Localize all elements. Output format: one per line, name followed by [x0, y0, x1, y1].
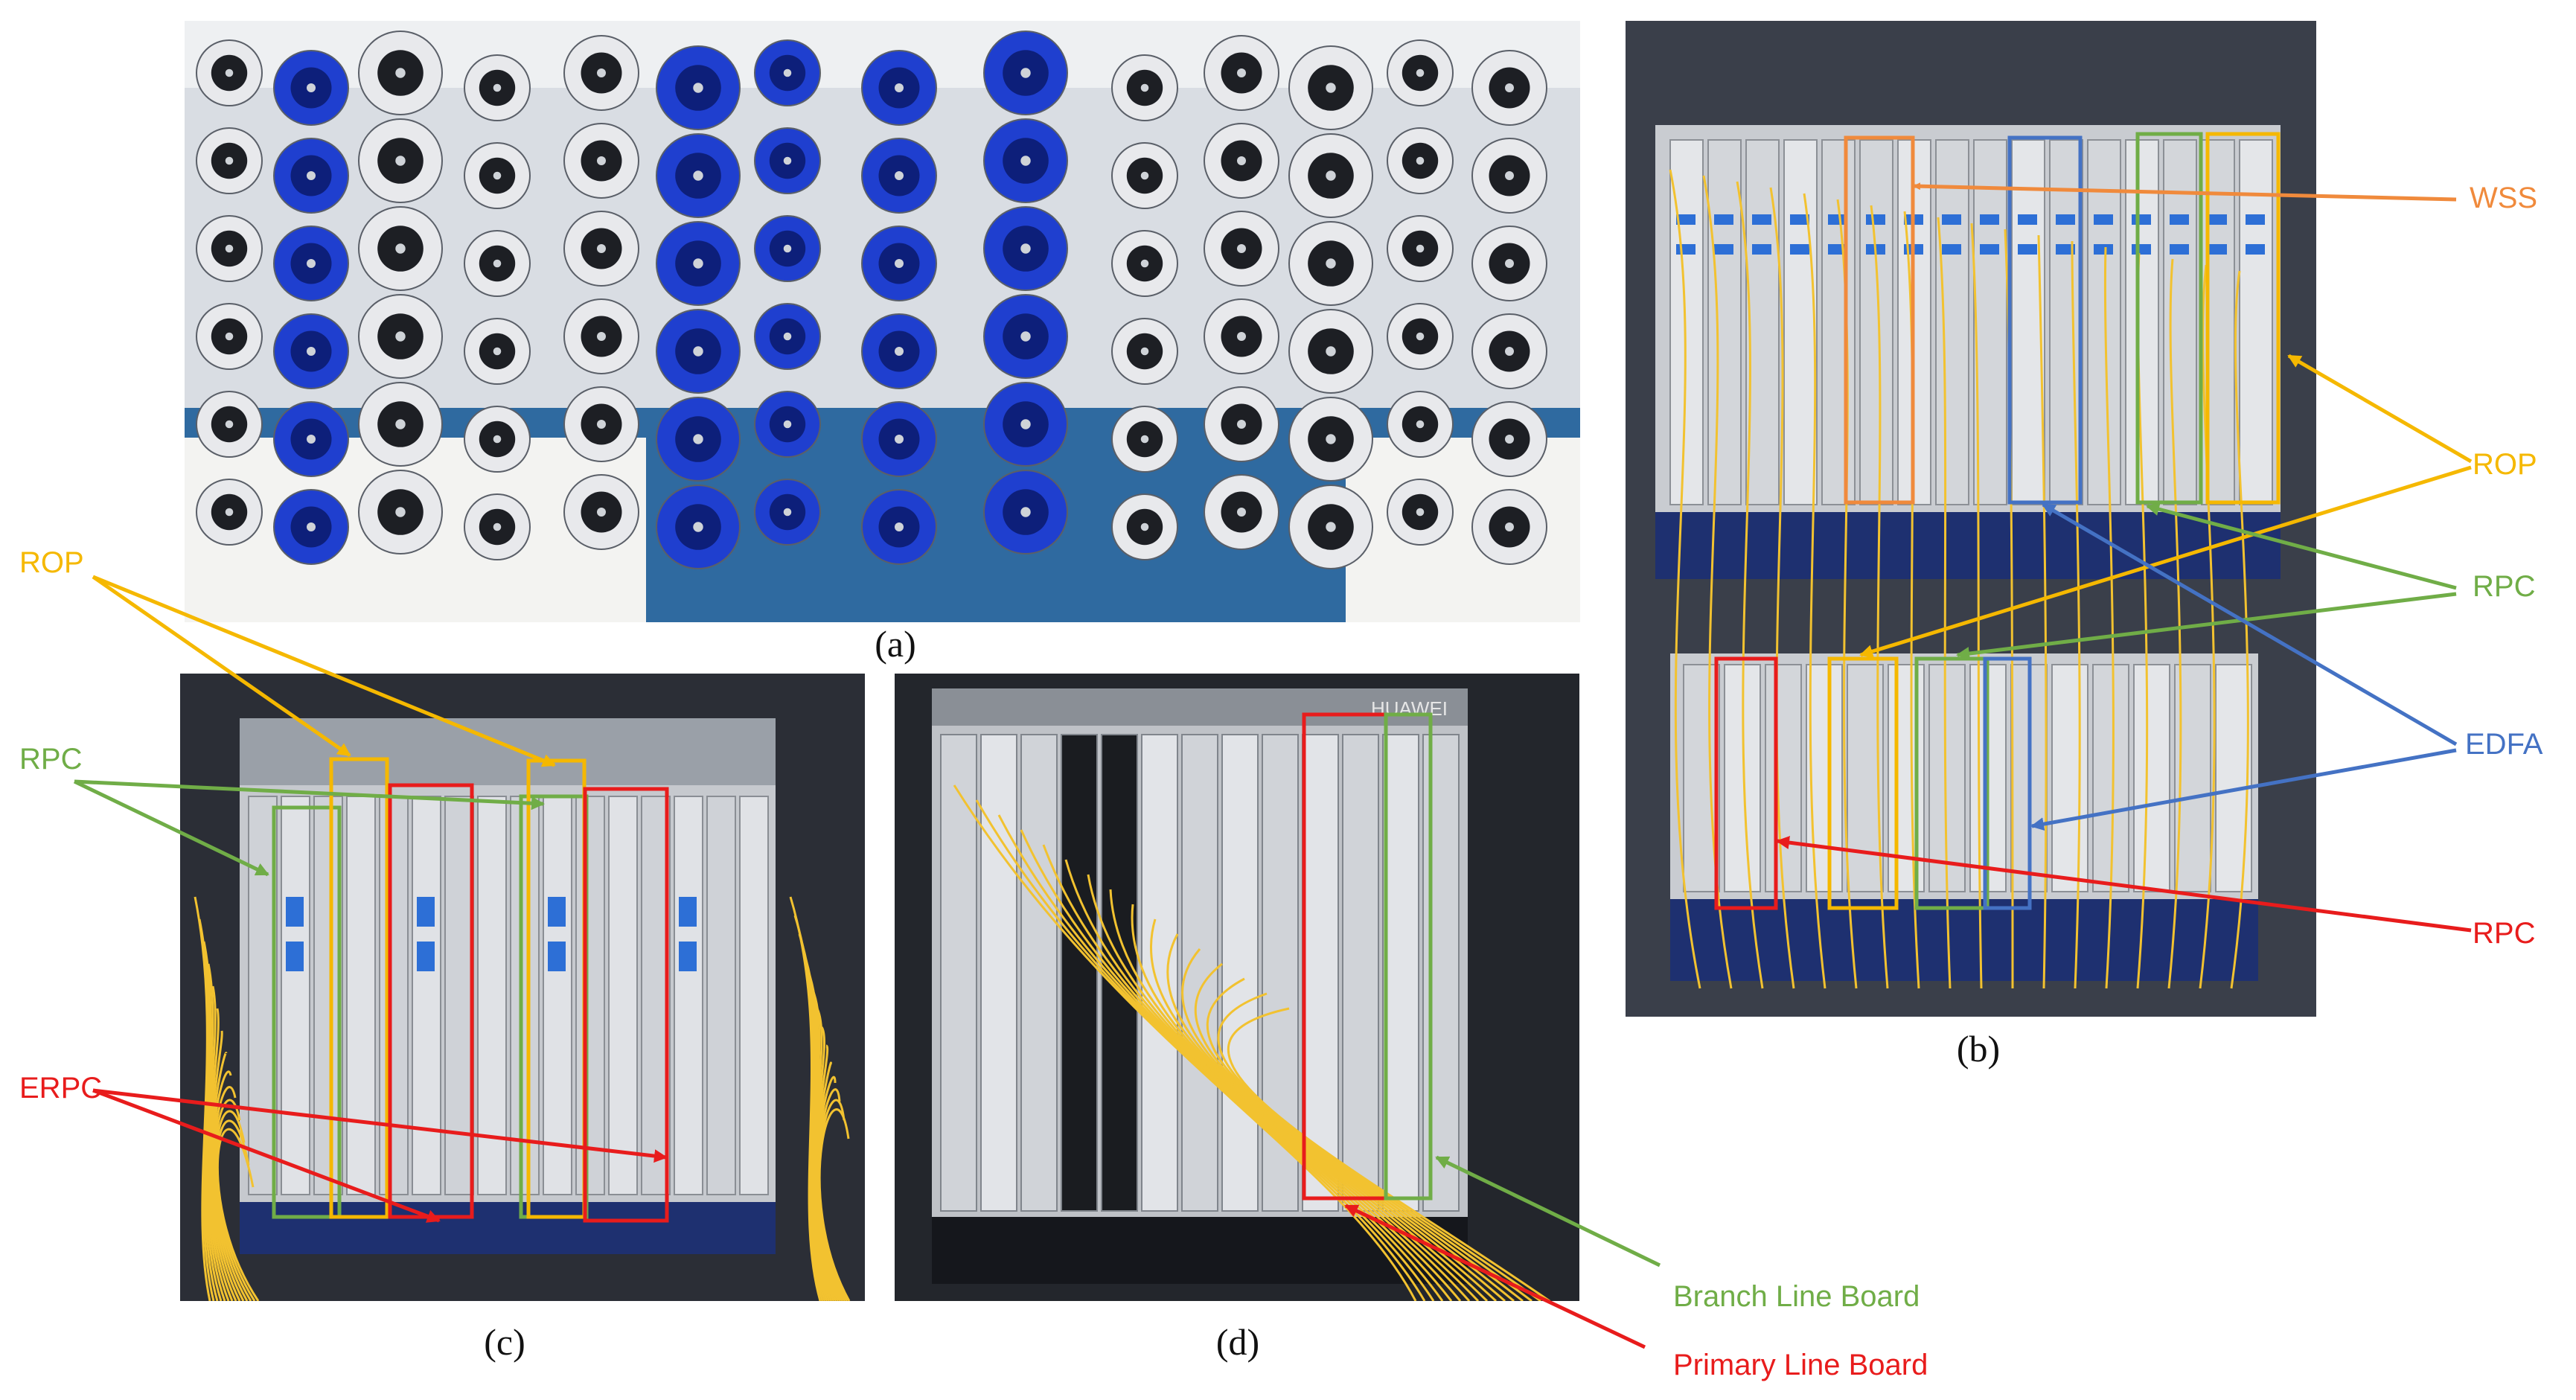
- caption-b: (b): [1956, 1028, 2001, 1070]
- board-slot: [543, 796, 572, 1195]
- board-slot: [1020, 734, 1058, 1212]
- board-slot: [1897, 139, 1931, 505]
- board-slot: [2215, 664, 2252, 892]
- board-slot: [313, 796, 343, 1195]
- caption-a: (a): [875, 623, 916, 665]
- subrack-d-illustration: HUAWEI: [895, 674, 1579, 1301]
- board-slot: [248, 796, 278, 1195]
- board-slot: [739, 796, 769, 1195]
- board-slot: [1859, 139, 1893, 505]
- label-rop-b: ROP: [2473, 448, 2537, 481]
- board-slot: [1422, 734, 1460, 1212]
- board-slot: [477, 796, 507, 1195]
- label-primary-line-board: Primary Line Board: [1673, 1349, 1928, 1381]
- board-slot: [2239, 139, 2273, 505]
- board-slot: [674, 796, 703, 1195]
- photo-subrack-c: [180, 674, 865, 1301]
- huawei-logo-text: HUAWEI: [1371, 697, 1448, 720]
- subrack-c-illustration: [180, 674, 865, 1301]
- board-slot: [379, 796, 409, 1195]
- board-slot: [1382, 734, 1419, 1212]
- board-slot: [1707, 139, 1742, 505]
- label-rpc-c: RPC: [19, 743, 83, 776]
- caption-d: (d): [1215, 1321, 1260, 1363]
- board-slot: [1969, 664, 2007, 892]
- label-rpc-b-green: RPC: [2473, 570, 2536, 603]
- board-slot: [2163, 139, 2197, 505]
- photo-subrack-d: HUAWEI: [895, 674, 1579, 1301]
- board-slot: [2010, 664, 2048, 892]
- board-slot: [608, 796, 638, 1195]
- label-wss: WSS: [2470, 182, 2538, 214]
- board-slot: [980, 734, 1017, 1212]
- board-slot: [2051, 664, 2088, 892]
- board-slot: [510, 796, 540, 1195]
- caption-c: (c): [484, 1321, 525, 1363]
- board-slot: [1221, 734, 1259, 1212]
- spool-array: [196, 31, 1547, 569]
- board-slot: [444, 796, 474, 1195]
- label-rpc-b-red: RPC: [2473, 917, 2536, 950]
- board-slot: [1342, 734, 1379, 1212]
- board-slot: [1141, 734, 1178, 1212]
- board-slot: [940, 734, 977, 1212]
- label-edfa: EDFA: [2465, 728, 2543, 761]
- board-slot: [2133, 664, 2170, 892]
- board-slot: [1935, 139, 1969, 505]
- board-slot: [641, 796, 671, 1195]
- board-slot: [1745, 139, 1780, 505]
- board-slot: [2049, 139, 2083, 505]
- roadm-subracks-illustration: [1626, 21, 2316, 1017]
- board-slot: [346, 796, 376, 1195]
- board-slot: [1765, 664, 1802, 892]
- photo-fiber-spools: [185, 21, 1580, 622]
- board-slot: [575, 796, 605, 1195]
- label-erpc: ERPC: [19, 1072, 103, 1105]
- label-rop-c: ROP: [19, 546, 84, 579]
- board-slot: [2087, 139, 2121, 505]
- board-slot: [281, 796, 310, 1195]
- board-slot: [1821, 139, 1856, 505]
- board-slot: [412, 796, 441, 1195]
- board-slot: [1888, 664, 1925, 892]
- photo-roadm-subracks: [1626, 21, 2316, 1017]
- board-slot: [1783, 139, 1818, 505]
- board-slot: [1061, 734, 1098, 1212]
- label-branch-line-board: Branch Line Board: [1673, 1280, 1920, 1313]
- board-slot: [706, 796, 736, 1195]
- fiber-spools-illustration: [185, 21, 1580, 622]
